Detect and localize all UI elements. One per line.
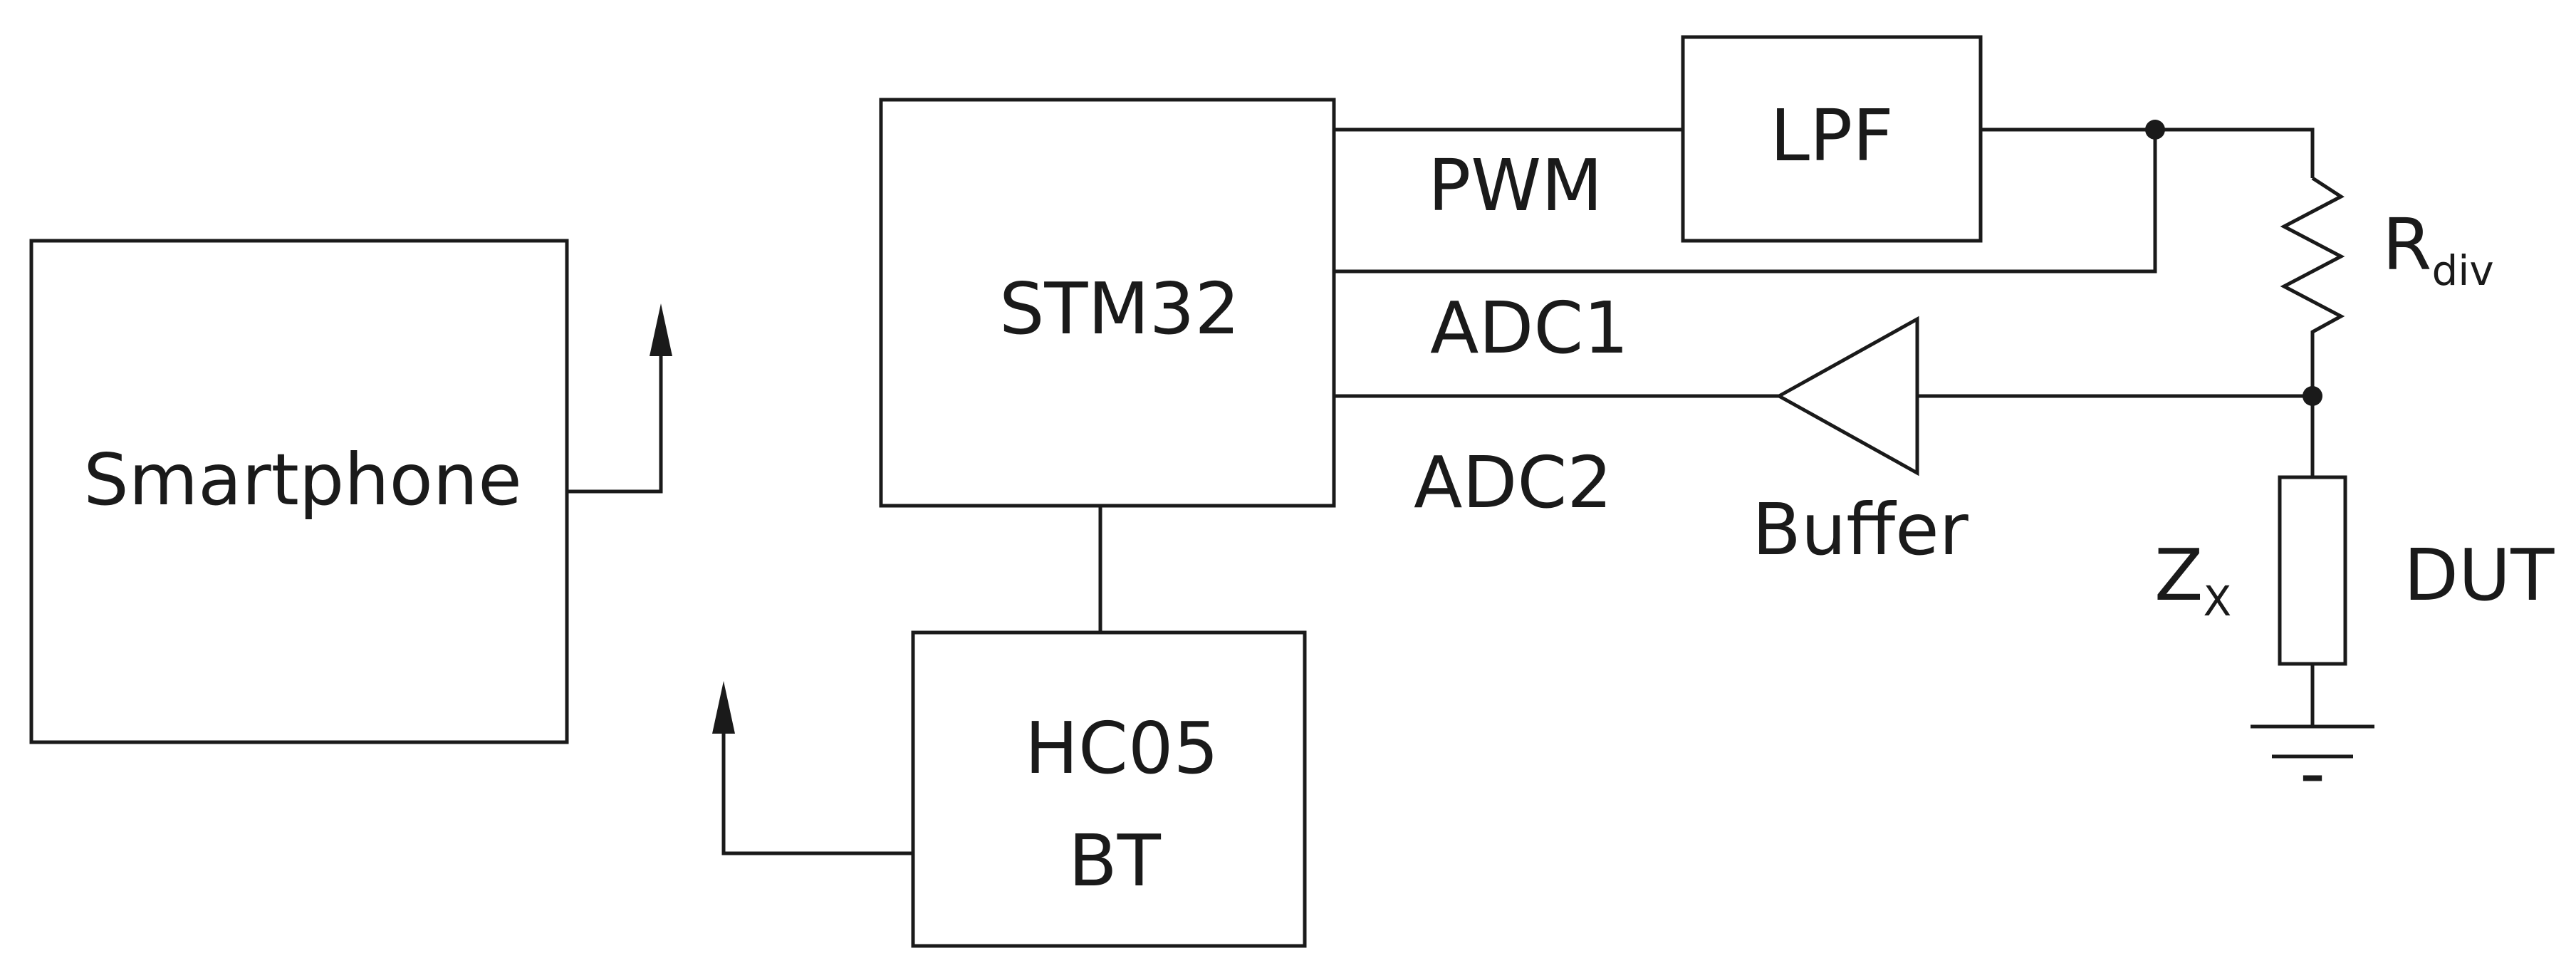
- smartphone-antenna-icon: [567, 303, 672, 494]
- dut-impedance: ZX DUT: [2154, 396, 2555, 727]
- buffer-label: Buffer: [1752, 488, 1968, 571]
- rdiv-label: Rdiv: [2382, 203, 2494, 295]
- stm32-block: STM32: [879, 98, 1336, 508]
- smartphone-block: Smartphone: [29, 239, 569, 744]
- lpf-block: LPF: [1681, 35, 1983, 243]
- adc1-label: ADC1: [1430, 286, 1629, 370]
- smartphone-label: Smartphone: [83, 438, 521, 521]
- adc2-label: ADC2: [1414, 441, 1612, 524]
- zx-label: ZX: [2154, 534, 2231, 625]
- ground-icon: -: [2251, 724, 2374, 815]
- lpf-output-wire: [1981, 127, 2315, 178]
- hc05-bt-block: HC05 BT: [911, 630, 1307, 948]
- hc05-antenna-icon: [712, 681, 913, 855]
- stm32-label: STM32: [999, 267, 1240, 350]
- pwm-label: PWM: [1428, 144, 1602, 227]
- rdiv-resistor: Rdiv: [2280, 176, 2494, 396]
- lpf-label: LPF: [1770, 94, 1894, 177]
- ground-mark: -: [2300, 732, 2325, 815]
- buffer-amplifier-icon: Buffer: [1752, 316, 1969, 571]
- dut-label: DUT: [2404, 534, 2555, 617]
- bt-label: BT: [1068, 819, 1162, 902]
- hc05-label: HC05: [1025, 707, 1219, 790]
- adc1-wire: [1334, 130, 2157, 274]
